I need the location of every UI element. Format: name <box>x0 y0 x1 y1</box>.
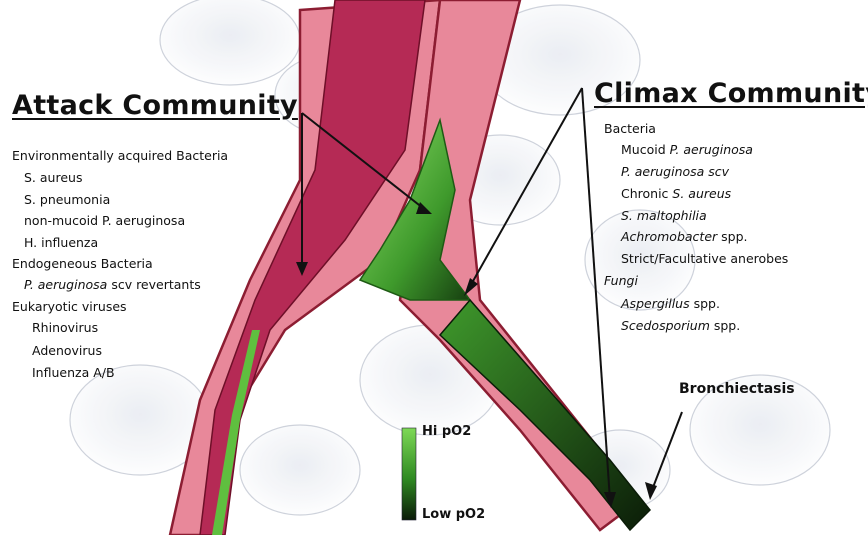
climax-bacteria-1-organism: P. aeruginosa <box>670 142 753 157</box>
climax-bacteria-2-organism: P. aeruginosa scv <box>621 164 729 179</box>
climax-community-title: Climax Community <box>594 78 868 109</box>
endogenous-bacteria-heading: Endogeneous Bacteria <box>12 256 153 272</box>
virus-2: Adenovirus <box>32 343 102 359</box>
climax-bacteria-3-prefix: Chronic <box>621 186 672 201</box>
attack-organism-1: S. aureus <box>24 170 82 186</box>
low-po2-label: Low pO2 <box>422 507 485 522</box>
environmental-bacteria-heading: Environmentally acquired Bacteria <box>12 148 228 164</box>
virus-1: Rhinovirus <box>32 320 98 336</box>
eukaryotic-viruses-heading: Eukaryotic viruses <box>12 299 127 315</box>
bronchiectasis-label: Bronchiectasis <box>679 381 795 397</box>
fungi-heading: Fungi <box>604 273 638 289</box>
virus-3: Influenza A/B <box>32 365 115 381</box>
attack-organism-3: non-mucoid P. aeruginosa <box>24 213 185 229</box>
climax-bacteria-6: Strict/Facultative anerobes <box>621 251 788 267</box>
climax-bacteria-4: S. maltophilia <box>621 208 707 224</box>
endogenous-organism: P. aeruginosa <box>24 277 107 292</box>
attack-organism-2: S. pneumonia <box>24 192 110 208</box>
fungi-1: Aspergillus spp. <box>621 296 720 312</box>
climax-bacteria-heading: Bacteria <box>604 121 656 137</box>
climax-bacteria-5-organism: Achromobacter <box>621 229 717 244</box>
climax-bacteria-2: P. aeruginosa scv <box>621 164 729 180</box>
climax-bacteria-5-suffix: spp. <box>717 229 747 244</box>
fungi-2: Scedosporium spp. <box>621 318 740 334</box>
climax-bacteria-1-prefix: Mucoid <box>621 142 670 157</box>
climax-bacteria-4-organism: S. maltophilia <box>621 208 707 223</box>
endogenous-suffix: scv revertants <box>111 277 200 292</box>
fungi-2-organism: Scedosporium <box>621 318 710 333</box>
fungi-2-suffix: spp. <box>710 318 740 333</box>
fungi-1-suffix: spp. <box>690 296 720 311</box>
climax-bacteria-3: Chronic S. aureus <box>621 186 731 202</box>
climax-bacteria-3-organism: S. aureus <box>672 186 731 201</box>
attack-community-title: Attack Community <box>12 90 298 121</box>
climax-bacteria-1: Mucoid P. aeruginosa <box>621 142 753 158</box>
endogenous-item: P. aeruginosa scv revertants <box>24 277 201 293</box>
attack-organism-4: H. influenza <box>24 235 98 251</box>
hi-po2-label: Hi pO2 <box>422 424 471 439</box>
fungi-1-organism: Aspergillus <box>621 296 690 311</box>
climax-bacteria-5: Achromobacter spp. <box>621 229 748 245</box>
po2-gradient-bar <box>402 428 416 520</box>
